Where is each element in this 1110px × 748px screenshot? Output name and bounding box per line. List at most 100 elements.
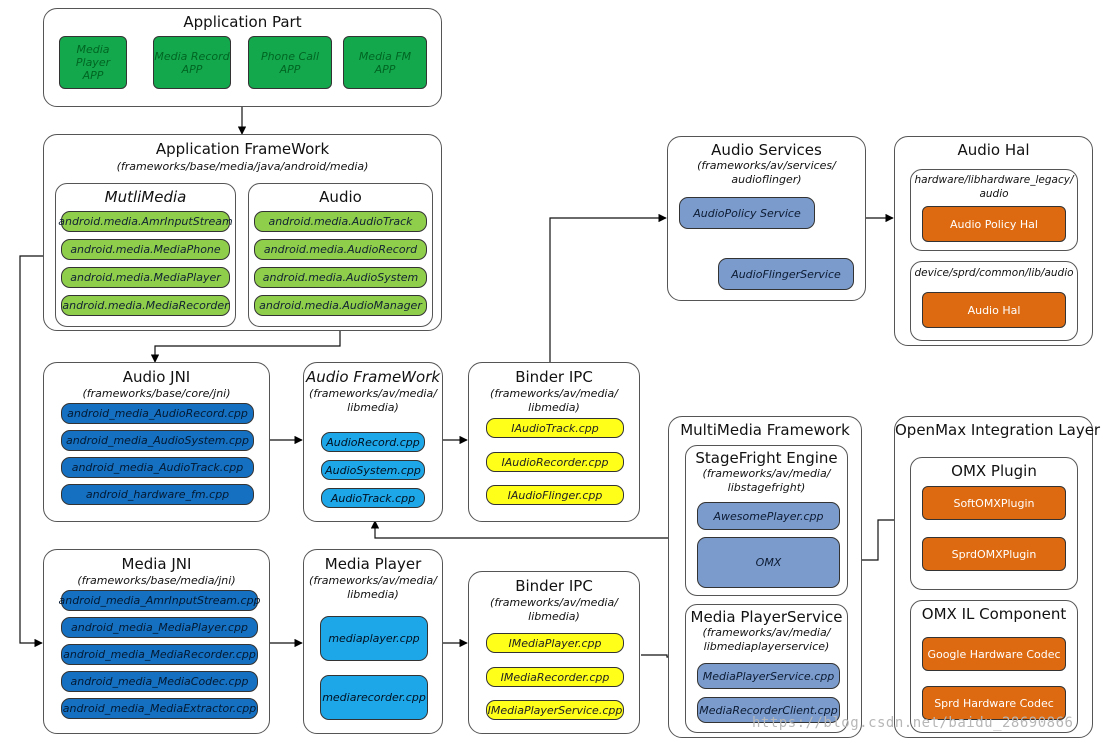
- audio-item: android.media.AudioManager: [254, 295, 427, 316]
- media-player-service-path: (frameworks/av/media/ libmediaplayerserv…: [702, 626, 831, 653]
- app-phone-call: Phone Call APP: [248, 36, 332, 89]
- multimedia-framework-box: MultiMedia Framework StageFright Engine …: [668, 416, 862, 738]
- media-player-service-box: Media PlayerService (frameworks/av/media…: [685, 604, 848, 733]
- binder-audio-item: IAudioFlinger.cpp: [486, 485, 624, 505]
- media-jni-path: (frameworks/base/media/jni): [77, 574, 236, 587]
- stagefright-title: StageFright Engine: [695, 449, 838, 467]
- audio-policy-hal: Audio Policy Hal: [922, 206, 1066, 242]
- audio-jni-item: android_media_AudioSystem.cpp: [61, 430, 254, 451]
- audio-flinger-service: AudioFlingerService: [718, 258, 854, 290]
- multimedia-item: android.media.MediaRecorder: [61, 295, 230, 316]
- application-framework-title: Application FrameWork: [155, 140, 330, 158]
- media-jni-title: Media JNI: [121, 555, 192, 573]
- media-jni-item: android_media_MediaPlayer.cpp: [61, 617, 258, 638]
- multimedia-item: android.media.MediaPlayer: [61, 267, 230, 288]
- audio-services-box: Audio Services (frameworks/av/services/ …: [667, 136, 866, 301]
- omx-component-box: OMX IL Component Google Hardware Codec S…: [910, 600, 1078, 733]
- audio-item: android.media.AudioRecord: [254, 239, 427, 260]
- audio-framework-item: AudioSystem.cpp: [321, 460, 425, 480]
- omx-plugin-item: SoftOMXPlugin: [922, 486, 1066, 520]
- media-jni-item: android_media_MediaRecorder.cpp: [61, 644, 258, 665]
- audio-jni-item: android_hardware_fm.cpp: [61, 484, 254, 505]
- arrow-multimedia-to-media-jni: [19, 255, 58, 648]
- omx-component-title: OMX IL Component: [921, 605, 1067, 623]
- audio-title: Audio: [319, 188, 362, 206]
- audio-framework-box: Audio FrameWork (frameworks/av/media/ li…: [303, 362, 443, 522]
- legacy-hal-box: hardware/libhardware_legacy/ audio Audio…: [910, 169, 1078, 251]
- audio-jni-title: Audio JNI: [122, 368, 191, 386]
- media-jni-item: android_media_AmrInputStream.cpp: [58, 590, 261, 611]
- audio-framework-title: Audio FrameWork: [305, 368, 441, 386]
- audio-box: Audio android.media.AudioTrack android.m…: [248, 183, 433, 327]
- audio-services-title: Audio Services: [711, 141, 822, 159]
- omx-component-item: Sprd Hardware Codec: [922, 686, 1066, 720]
- audio-jni-box: Audio JNI (frameworks/base/core/jni) and…: [43, 362, 270, 522]
- multimedia-framework-title: MultiMedia Framework: [680, 421, 850, 439]
- binder-audio-item: IAudioTrack.cpp: [486, 418, 624, 438]
- media-jni-item: android_media_MediaCodec.cpp: [61, 671, 258, 692]
- omx-plugin-item: SprdOMXPlugin: [922, 537, 1066, 571]
- application-part-title: Application Part: [183, 13, 302, 31]
- binder-ipc-audio-path: (frameworks/av/media/ libmedia): [490, 387, 618, 414]
- app-media-record: Media Record APP: [153, 36, 231, 89]
- binder-media-item: IMediaRecorder.cpp: [486, 667, 624, 687]
- binder-ipc-media-path: (frameworks/av/media/ libmedia): [490, 596, 618, 623]
- audio-framework-path: (frameworks/av/media/ libmedia): [309, 387, 437, 414]
- binder-ipc-audio-title: Binder IPC: [515, 368, 593, 386]
- omx-node: OMX: [697, 537, 840, 588]
- mps-item: MediaRecorderClient.cpp: [697, 697, 840, 723]
- audio-jni-item: android_media_AudioTrack.cpp: [61, 457, 254, 478]
- audio-hal: Audio Hal: [922, 292, 1066, 328]
- binder-media-item: IMediaPlayer.cpp: [486, 633, 624, 653]
- omx-component-item: Google Hardware Codec: [922, 637, 1066, 671]
- application-framework-path: (frameworks/base/media/java/android/medi…: [116, 160, 369, 173]
- media-player-box: Media Player (frameworks/av/media/ libme…: [303, 549, 443, 734]
- binder-ipc-media-box: Binder IPC (frameworks/av/media/ libmedi…: [468, 571, 640, 734]
- audio-jni-path: (frameworks/base/core/jni): [82, 387, 231, 400]
- device-hal-box: device/sprd/common/lib/audio Audio Hal: [910, 261, 1078, 341]
- app-media-fm: Media FM APP: [343, 36, 427, 89]
- application-part-box: Application Part Media Player APP Media …: [43, 8, 442, 107]
- media-player-title: Media Player: [324, 555, 422, 573]
- audio-services-path: (frameworks/av/services/ audioflinger): [697, 159, 836, 186]
- watermark: https://blog.csdn.net/baidu_28690866: [752, 715, 1074, 731]
- arrow-binder-to-audio-services: [549, 213, 667, 362]
- omx-plugin-title: OMX Plugin: [951, 462, 1037, 480]
- multimedia-box: MutliMedia android.media.AmrInputStream …: [55, 183, 236, 327]
- arrow-framework-to-audio-jni: [150, 329, 341, 363]
- media-jni-item: android_media_MediaExtractor.cpp: [61, 698, 258, 719]
- openmax-box: OpenMax Integration Layer OMX Plugin Sof…: [894, 416, 1101, 738]
- omx-plugin-box: OMX Plugin SoftOMXPlugin SprdOMXPlugin: [910, 457, 1078, 590]
- app-media-player: Media Player APP: [59, 36, 127, 89]
- audio-hal-box: Audio Hal hardware/libhardware_legacy/ a…: [894, 136, 1093, 346]
- audio-jni-item: android_media_AudioRecord.cpp: [61, 403, 254, 424]
- audio-item: android.media.AudioSystem: [254, 267, 427, 288]
- multimedia-title: MutliMedia: [104, 188, 187, 206]
- binder-media-item: IMediaPlayerService.cpp: [486, 700, 624, 720]
- media-player-path: (frameworks/av/media/ libmedia): [309, 574, 437, 601]
- arrow-mmf-to-audio-framework: [370, 520, 668, 539]
- audio-policy-service: AudioPolicy Service: [679, 197, 815, 229]
- stagefright-path: (frameworks/av/media/ libstagefright): [702, 467, 831, 494]
- media-jni-box: Media JNI (frameworks/base/media/jni) an…: [43, 549, 270, 734]
- binder-audio-item: IAudioRecorder.cpp: [486, 452, 624, 472]
- media-player-item: mediaplayer.cpp: [320, 616, 428, 661]
- application-framework-box: Application FrameWork (frameworks/base/m…: [43, 134, 442, 331]
- device-hal-path: device/sprd/common/lib/audio: [914, 267, 1074, 279]
- audio-framework-item: AudioTrack.cpp: [321, 488, 425, 508]
- binder-ipc-audio-box: Binder IPC (frameworks/av/media/ libmedi…: [468, 362, 640, 522]
- audio-hal-title: Audio Hal: [957, 141, 1030, 159]
- legacy-hal-path: hardware/libhardware_legacy/ audio: [914, 174, 1074, 200]
- openmax-title: OpenMax Integration Layer: [895, 421, 1101, 439]
- stagefright-box: StageFright Engine (frameworks/av/media/…: [685, 445, 848, 596]
- multimedia-item: android.media.MediaPhone: [61, 239, 230, 260]
- mps-item: MediaPlayerService.cpp: [697, 663, 840, 689]
- media-player-service-title: Media PlayerService: [690, 608, 843, 626]
- multimedia-item: android.media.AmrInputStream: [58, 211, 233, 232]
- awesome-player: AwesomePlayer.cpp: [697, 502, 840, 530]
- audio-item: android.media.AudioTrack: [254, 211, 427, 232]
- binder-ipc-media-title: Binder IPC: [515, 577, 593, 595]
- audio-framework-item: AudioRecord.cpp: [321, 432, 425, 452]
- media-player-item: mediarecorder.cpp: [320, 675, 428, 720]
